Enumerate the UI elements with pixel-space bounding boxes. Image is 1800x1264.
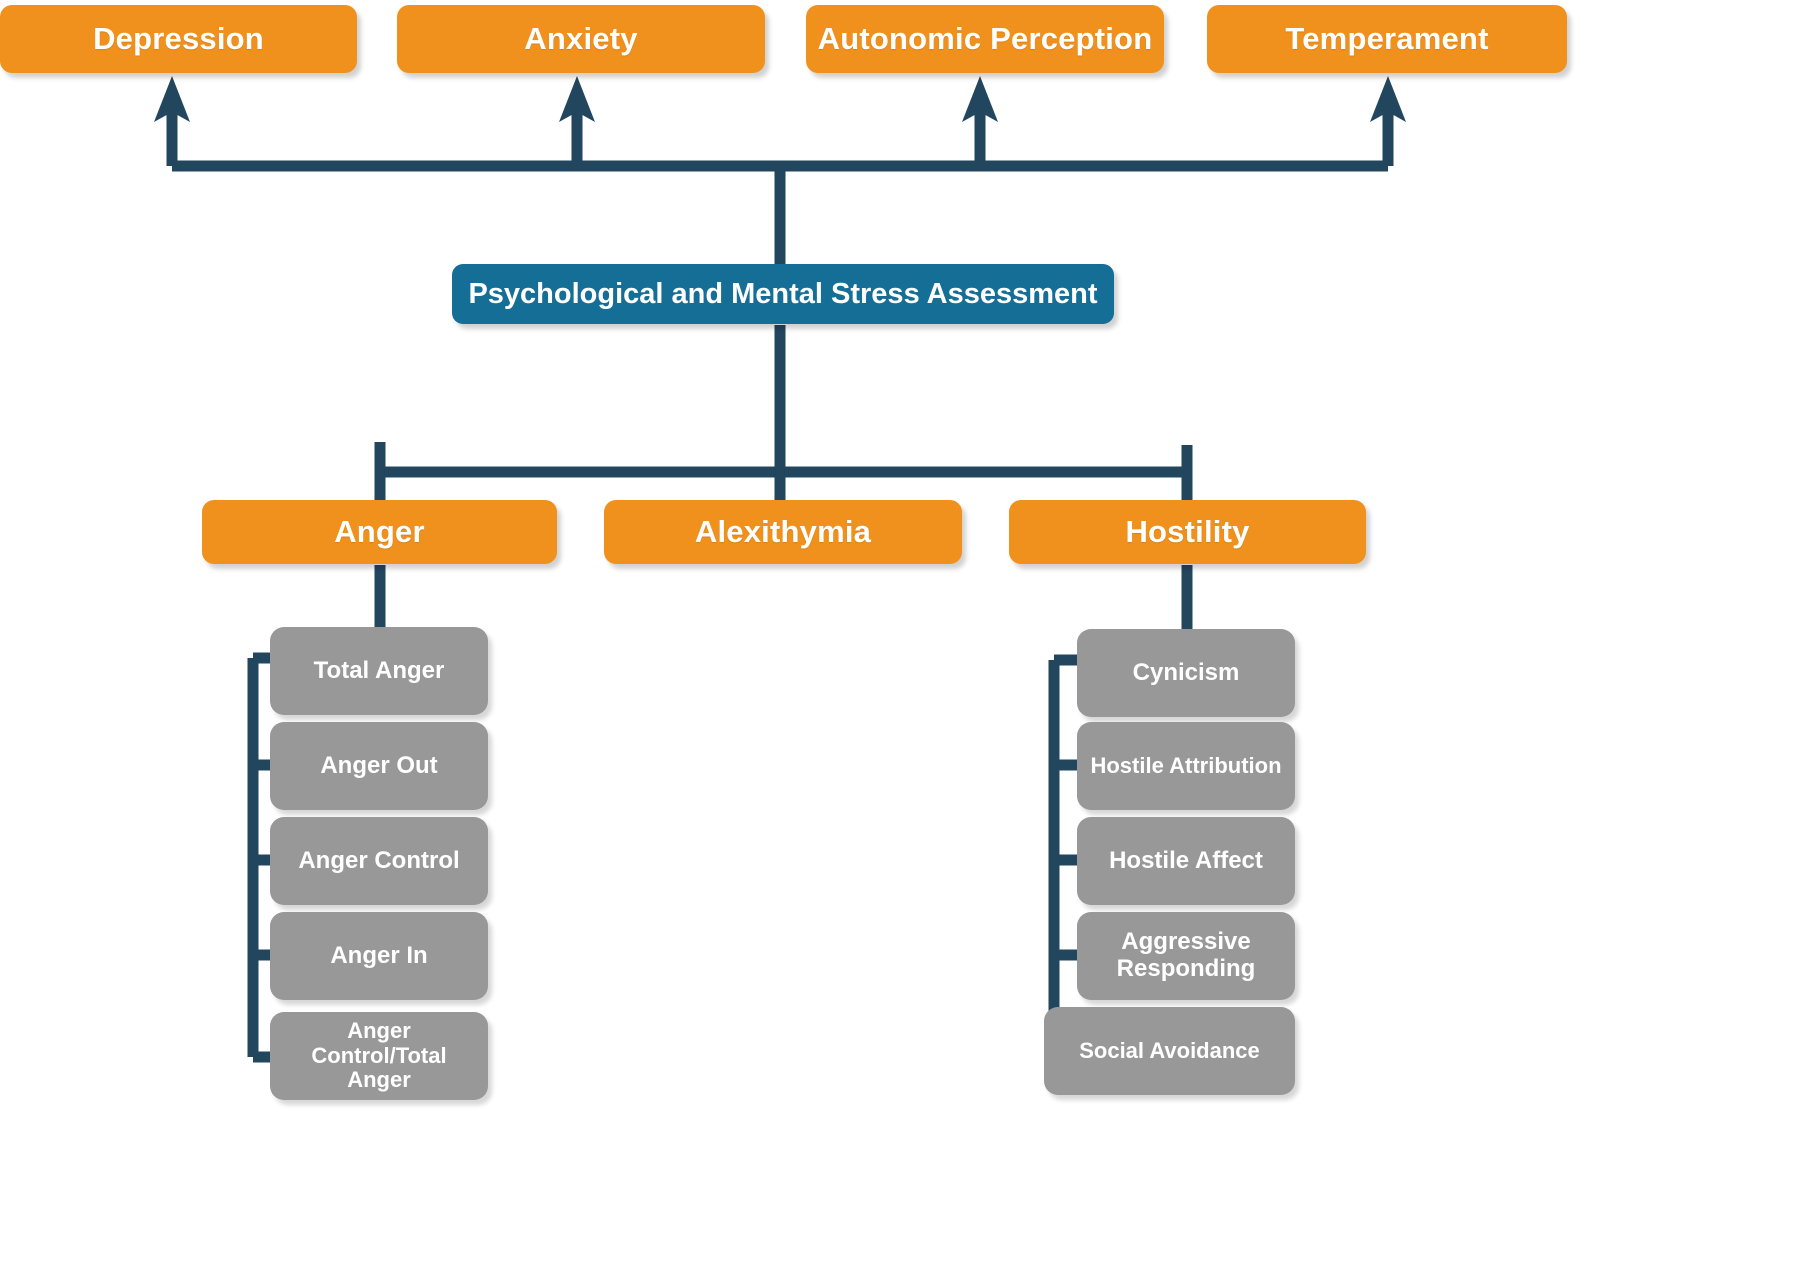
subscale-label: Total Anger bbox=[313, 656, 445, 684]
domain-label: Alexithymia bbox=[694, 513, 872, 549]
outcome-box-depression[interactable]: Depression bbox=[0, 5, 357, 73]
domain-box-alexithymia[interactable]: Alexithymia bbox=[604, 500, 962, 564]
outcome-box-anxiety[interactable]: Anxiety bbox=[397, 5, 765, 73]
drops-to-domain-boxes bbox=[374, 442, 1193, 500]
subscale-label: Anger Control bbox=[298, 846, 460, 874]
domain-label: Anger bbox=[334, 513, 425, 549]
anger-subscale-total-anger[interactable]: Total Anger bbox=[270, 627, 488, 715]
domain-box-hostility[interactable]: Hostility bbox=[1009, 500, 1366, 564]
outcome-label: Depression bbox=[93, 20, 264, 56]
outcome-box-temperament[interactable]: Temperament bbox=[1207, 5, 1567, 73]
root-to-domains-connector bbox=[374, 325, 1193, 478]
root-box-assessment[interactable]: Psychological and Mental Stress Assessme… bbox=[452, 264, 1114, 324]
outcome-label: Autonomic Perception bbox=[817, 20, 1153, 56]
anger-subscale-anger-in[interactable]: Anger In bbox=[270, 912, 488, 1000]
outcome-box-autonomic-perception[interactable]: Autonomic Perception bbox=[806, 5, 1164, 73]
subscale-label: Anger Control/Total Anger bbox=[311, 1018, 447, 1093]
domain-box-anger[interactable]: Anger bbox=[202, 500, 557, 564]
subscale-label: Social Avoidance bbox=[1079, 1037, 1260, 1063]
hostility-subscale-hostile-attribution[interactable]: Hostile Attribution bbox=[1077, 722, 1295, 810]
subscale-label: Cynicism bbox=[1132, 658, 1240, 686]
anger-subscale-anger-control-total-anger[interactable]: Anger Control/Total Anger bbox=[270, 1012, 488, 1100]
domain-stem-lines bbox=[374, 445, 1193, 472]
outcome-label: Temperament bbox=[1285, 20, 1489, 56]
hostility-subscale-aggressive-responding[interactable]: Aggressive Responding bbox=[1077, 912, 1295, 1000]
hostility-subscale-cynicism[interactable]: Cynicism bbox=[1077, 629, 1295, 717]
domain-downstems bbox=[374, 452, 1193, 472]
subscale-label: Hostile Attribution bbox=[1090, 752, 1282, 778]
hostility-subscale-social-avoidance[interactable]: Social Avoidance bbox=[1044, 1007, 1295, 1095]
subscale-label: Hostile Affect bbox=[1109, 846, 1263, 874]
subscale-label: Anger In bbox=[330, 941, 428, 969]
subscale-label: Anger Out bbox=[320, 751, 438, 779]
anger-subscale-anger-control[interactable]: Anger Control bbox=[270, 817, 488, 905]
subscale-label: Aggressive Responding bbox=[1116, 928, 1256, 982]
root-label: Psychological and Mental Stress Assessme… bbox=[468, 277, 1098, 310]
domain-label: Hostility bbox=[1125, 513, 1250, 549]
anger-subscale-anger-out[interactable]: Anger Out bbox=[270, 722, 488, 810]
hostility-bracket bbox=[1048, 654, 1078, 1058]
hostility-subscale-hostile-affect[interactable]: Hostile Affect bbox=[1077, 817, 1295, 905]
outcome-label: Anxiety bbox=[524, 20, 638, 56]
outcome-arrowheads bbox=[154, 76, 1406, 122]
